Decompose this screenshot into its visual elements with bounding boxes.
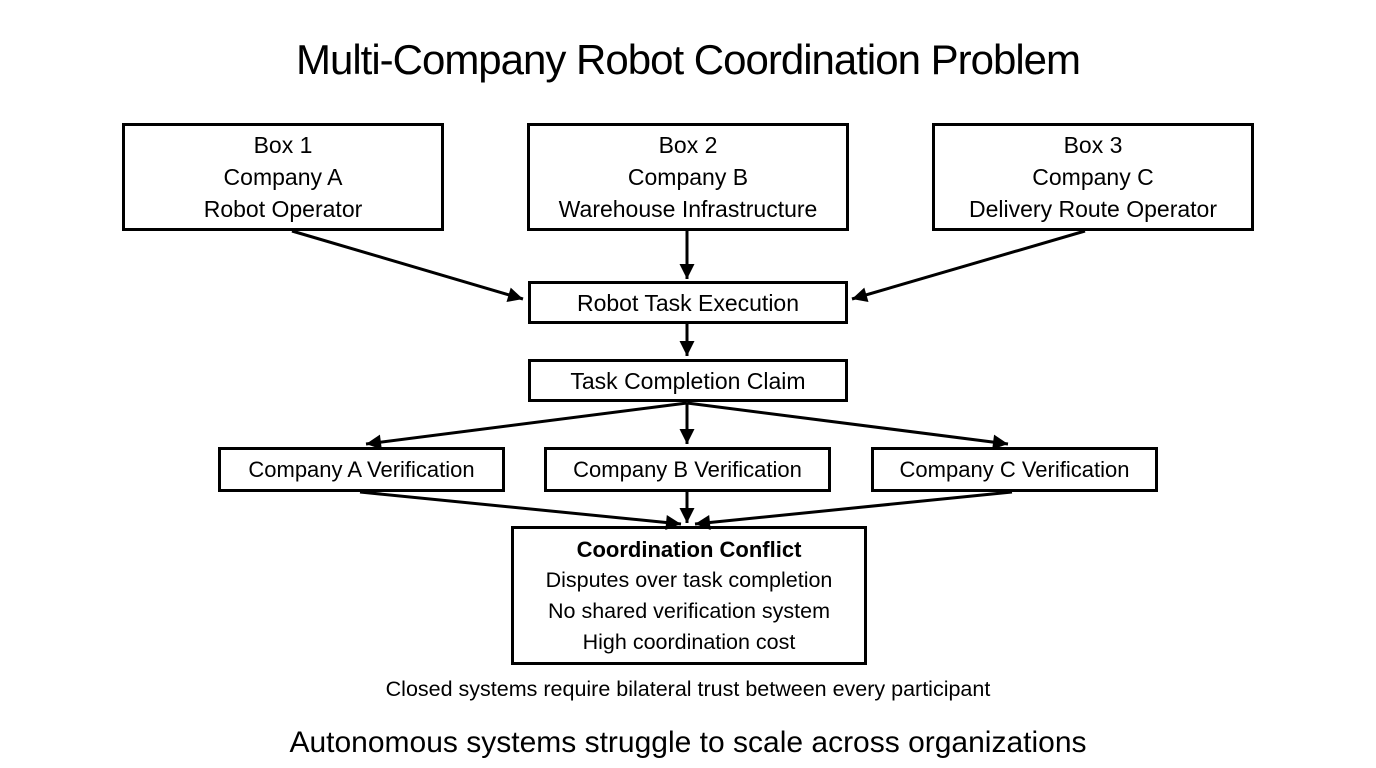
conflict-line: Disputes over task completion xyxy=(545,567,833,592)
arrow-claim-to-verification-c xyxy=(686,401,1009,450)
box-line: Robot Task Execution xyxy=(576,289,800,316)
caption-closed-systems: Closed systems require bilateral trust b… xyxy=(385,677,991,701)
box-line: Company B Verification xyxy=(573,456,802,482)
box-line: Box 1 xyxy=(253,132,313,158)
footer-takeaway: Autonomous systems struggle to scale acr… xyxy=(289,726,1087,759)
box-coordination-conflict: Coordination Conflict Disputes over task… xyxy=(511,526,867,665)
box-line: Company C xyxy=(1032,164,1154,190)
arrow-verification-a-to-conflict xyxy=(359,490,682,530)
box-line: Company C Verification xyxy=(899,456,1130,482)
conflict-heading: Coordination Conflict xyxy=(576,536,802,562)
arrow-box3-to-execution xyxy=(851,229,1086,302)
box-line: Robot Operator xyxy=(203,196,363,222)
conflict-line: High coordination cost xyxy=(582,629,796,654)
box-line: Task Completion Claim xyxy=(570,367,806,394)
conflict-line: No shared verification system xyxy=(548,598,830,623)
box-company-b-verification: Company B Verification xyxy=(544,447,831,492)
box-company-c-delivery-route-operator: Box 3 Company C Delivery Route Operator xyxy=(932,123,1254,231)
box-line: Box 3 xyxy=(1063,132,1123,158)
page-title: Multi-Company Robot Coordination Problem xyxy=(295,36,1081,83)
box-company-b-warehouse-infrastructure: Box 2 Company B Warehouse Infrastructure xyxy=(527,123,849,231)
box-robot-task-execution: Robot Task Execution xyxy=(528,281,848,324)
box-line: Delivery Route Operator xyxy=(969,196,1217,222)
box-line: Box 2 xyxy=(658,132,718,158)
box-company-a-verification: Company A Verification xyxy=(218,447,505,492)
box-line: Company A Verification xyxy=(248,456,475,482)
box-line: Company A xyxy=(223,164,343,190)
box-line: Warehouse Infrastructure xyxy=(558,196,818,222)
box-task-completion-claim: Task Completion Claim xyxy=(528,359,848,402)
arrow-verification-c-to-conflict xyxy=(694,490,1013,530)
box-line: Company B xyxy=(627,164,749,190)
box-company-c-verification: Company C Verification xyxy=(871,447,1158,492)
box-company-a-robot-operator: Box 1 Company A Robot Operator xyxy=(122,123,444,231)
arrow-box1-to-execution xyxy=(291,229,524,302)
arrow-claim-to-verification-a xyxy=(365,401,688,450)
